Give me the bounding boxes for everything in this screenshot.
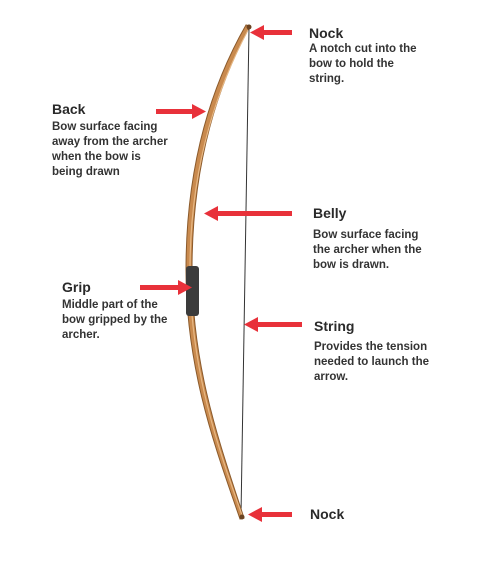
belly-description: Bow surface facing the archer when the b… <box>313 229 422 271</box>
bottom-nock-tip <box>239 514 245 520</box>
arrow-belly <box>204 206 292 221</box>
pointer-arrows <box>140 25 302 522</box>
string-description: Provides the tension needed to launch th… <box>314 341 430 383</box>
arrow-string <box>244 317 302 332</box>
arrow-nock-bottom <box>248 507 292 522</box>
back-title: Back <box>52 101 86 117</box>
bow-string <box>240 27 250 516</box>
arrow-back <box>156 104 206 119</box>
grip-title: Grip <box>62 279 91 295</box>
nock-bottom-title: Nock <box>310 506 345 522</box>
belly-title: Belly <box>313 205 347 221</box>
arrow-nock-top <box>250 25 292 40</box>
top-nock-tip <box>246 24 252 30</box>
nock-top-title: Nock <box>309 25 344 41</box>
bow-limb <box>185 24 251 520</box>
string-title: String <box>314 318 355 334</box>
bow-grip <box>186 266 199 316</box>
grip-description: Middle part of the bow gripped by the ar… <box>62 299 168 341</box>
nock-top-description: A notch cut into the bow to hold the str… <box>309 43 417 85</box>
back-description: Bow surface facing away from the archer … <box>52 121 168 178</box>
arrow-grip <box>140 280 192 295</box>
